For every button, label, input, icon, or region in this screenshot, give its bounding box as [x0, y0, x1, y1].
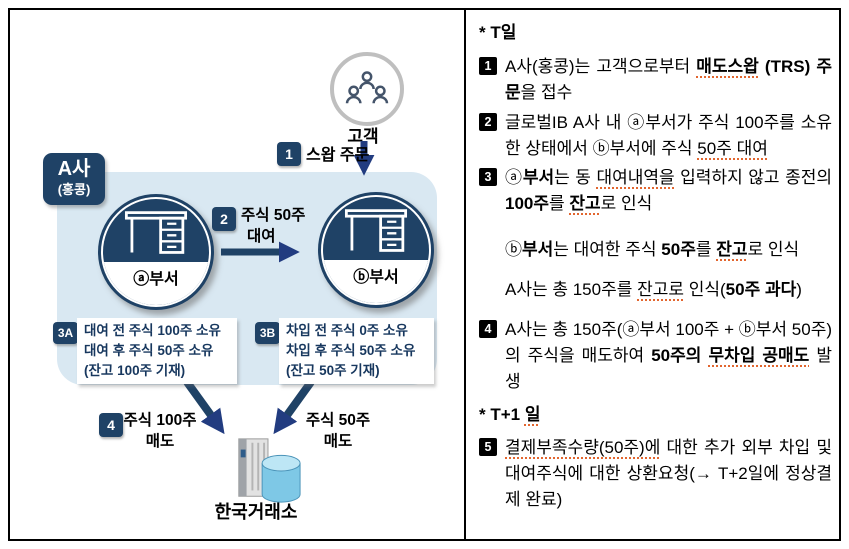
step3b-badge: 3B	[255, 322, 280, 344]
customer-circle	[330, 52, 404, 126]
note-text: 결제부족수량(50주)에 대한 추가 외부 차입 및 대여주식에 대한 상환요청…	[505, 438, 832, 509]
diagram-panel: 고객 1 스왑 주문 A사 (홍콩)	[43, 52, 437, 522]
note-marker: 1	[479, 57, 497, 75]
note-item: 5 결제부족수량(50주)에 대한 추가 외부 차입 및 대여주식에 대한 상환요…	[479, 435, 832, 513]
lend-label-line1: 주식 50주	[241, 207, 306, 224]
swap-order-label: 스왑 주문	[306, 147, 370, 164]
customer-people-icon	[345, 71, 389, 104]
note-header: * T+1 일	[479, 403, 832, 427]
sell-right-line2: 매도	[323, 433, 353, 450]
note-header: * T일	[479, 21, 832, 45]
dept-b-label: ⓑ부서	[323, 260, 429, 303]
database-cylinder-icon	[261, 454, 301, 503]
note-item: 2 글로벌IB A사 내 ⓐ부서가 주식 100주를 소유한 상태에서 ⓑ부서에 …	[479, 110, 832, 162]
dept-a-holdings-box: 대여 전 주식 100주 소유 대여 후 주식 50주 소유 (잔고 100주 …	[77, 318, 237, 384]
note-marker: 3	[479, 168, 497, 186]
holdings-line: 차입 후 주식 50주 소유	[286, 343, 416, 358]
dept-b-circle: ⓑ부서	[318, 192, 434, 308]
dept-a-label: ⓐ부서	[103, 262, 209, 305]
note-text: * T일	[479, 23, 517, 42]
step2-badge: 2	[212, 207, 236, 231]
dept-b-inner: ⓑ부서	[323, 197, 429, 303]
note-item: 1 A사(홍콩)는 고객으로부터 매도스왑 (TRS) 주문을 접수	[479, 54, 832, 106]
sell-right-label: 주식 50주 매도	[302, 410, 374, 452]
note-item: 3 ⓐ부서는 동 대여내역을 입력하지 않고 종전의 100주를 잔고로 인식	[479, 165, 832, 217]
note-text: ⓑ부서는 대여한 주식 50주를 잔고로 인식	[505, 240, 800, 259]
lend-label-line2: 대여	[247, 228, 276, 245]
server-light	[240, 449, 246, 458]
note-marker: 5	[479, 438, 497, 456]
exchange-server-icon	[238, 438, 301, 503]
holdings-line: 대여 전 주식 100주 소유	[84, 323, 221, 338]
company-name: A사	[57, 158, 91, 180]
sell-left-line2: 매도	[145, 433, 175, 450]
note-text: A사는 총 150주를 잔고로 인식(50주 과다)	[505, 280, 802, 299]
sell-left-line1: 주식 100주	[123, 412, 197, 429]
notes-panel: * T일 1 A사(홍콩)는 고객으로부터 매도스왑 (TRS) 주문을 접수 2 글로…	[479, 21, 832, 513]
dept-a-inner: ⓐ부서	[103, 199, 209, 305]
holdings-line: 대여 후 주식 50주 소유	[84, 343, 214, 358]
exchange-label: 한국거래소	[214, 502, 298, 522]
sell-right-line1: 주식 50주	[305, 412, 371, 429]
note-text: ⓐ부서는 동 대여내역을 입력하지 않고 종전의 100주를 잔고로 인식	[505, 168, 832, 213]
desk-icon	[344, 209, 408, 252]
note-marker: 4	[479, 320, 497, 338]
note-subitem: ⓑ부서는 대여한 주식 50주를 잔고로 인식	[479, 237, 832, 263]
holdings-line: 차입 전 주식 0주 소유	[286, 323, 408, 338]
note-text: A사(홍콩)는 고객으로부터 매도스왑 (TRS) 주문을 접수	[505, 57, 832, 102]
note-text: 글로벌IB A사 내 ⓐ부서가 주식 100주를 소유한 상태에서 ⓑ부서에 주…	[505, 113, 832, 158]
lend-label: 주식 50주 대여	[241, 205, 305, 247]
dept-b-holdings-box: 차입 전 주식 0주 소유 차입 후 주식 50주 소유 (잔고 50주 기재)	[279, 318, 434, 384]
step3a-badge: 3A	[53, 322, 78, 344]
note-subitem: A사는 총 150주를 잔고로 인식(50주 과다)	[479, 277, 832, 303]
note-marker: 2	[479, 113, 497, 131]
holdings-line: (잔고 50주 기재)	[286, 363, 380, 378]
company-location: (홍콩)	[57, 182, 91, 197]
dept-a-circle: ⓐ부서	[98, 194, 214, 310]
panel-divider	[464, 8, 466, 541]
company-badge: A사 (홍콩)	[43, 153, 105, 205]
note-item: 4 A사는 총 150주(ⓐ부서 100주 + ⓑ부서 50주)의 주식을 매도하…	[479, 317, 832, 395]
note-text: A사는 총 150주(ⓐ부서 100주 + ⓑ부서 50주)의 주식을 매도하여…	[505, 320, 832, 391]
outer-border	[8, 8, 841, 541]
sell-left-label: 주식 100주 매도	[122, 410, 198, 452]
holdings-line: (잔고 100주 기재)	[84, 363, 186, 378]
customer-label: 고객	[347, 127, 379, 146]
desk-icon	[124, 211, 188, 254]
note-text: * T+1 일	[479, 405, 541, 424]
step4-badge: 4	[99, 413, 123, 437]
step1-badge: 1	[277, 142, 301, 166]
